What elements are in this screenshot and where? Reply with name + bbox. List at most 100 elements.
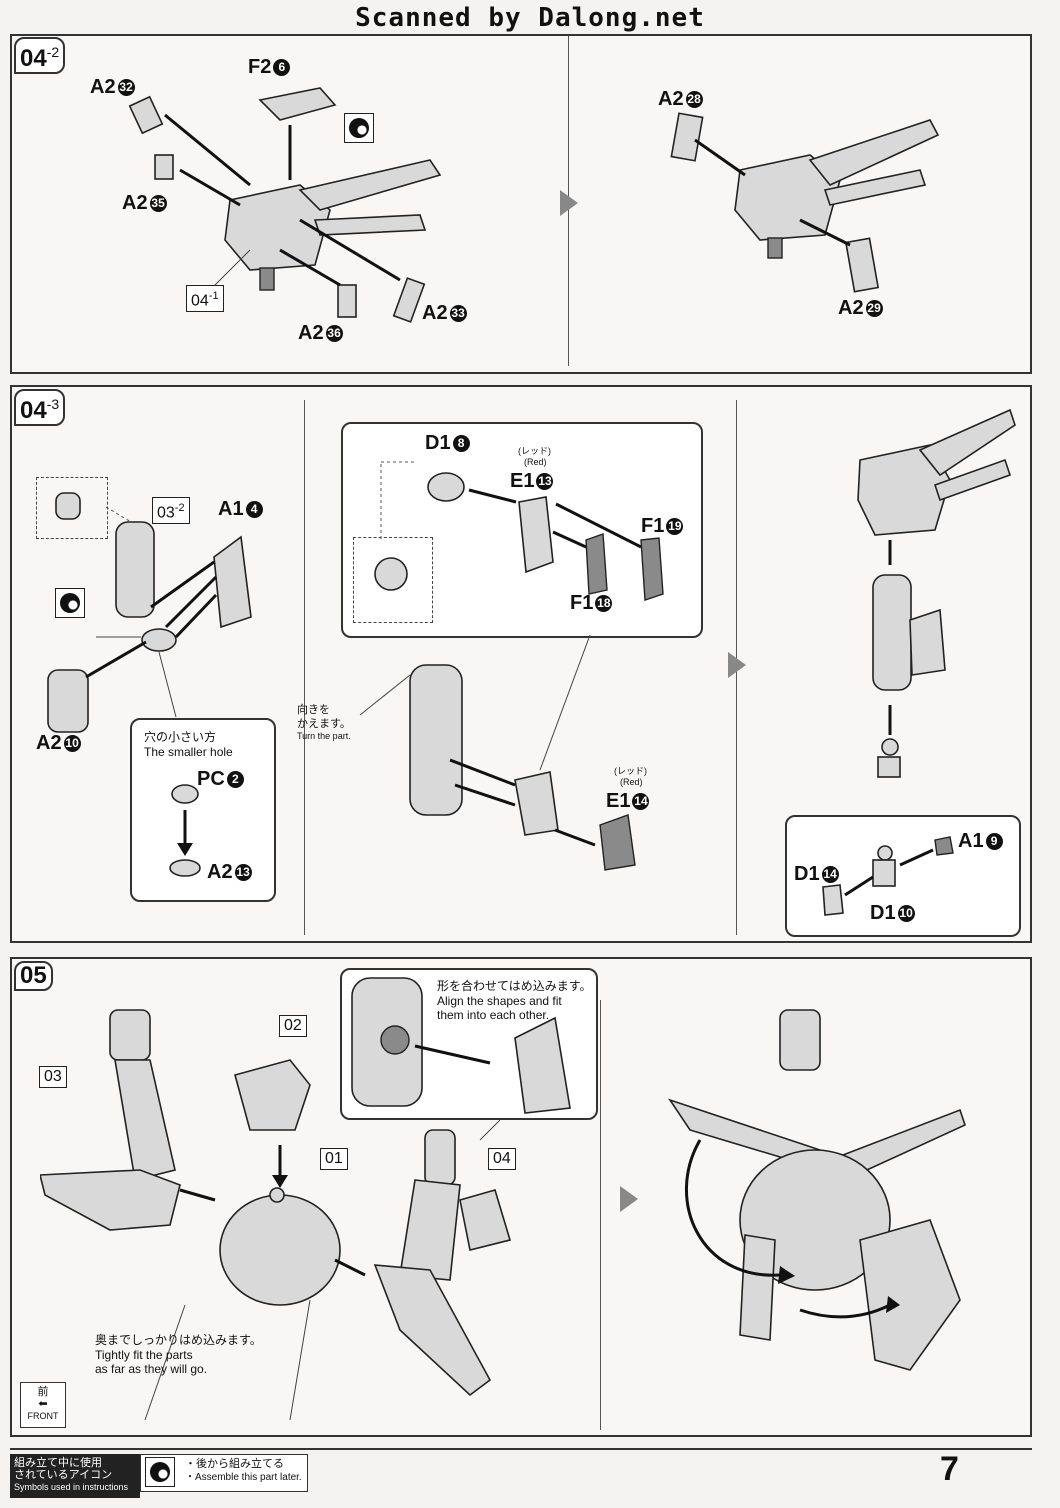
part-number: 4 [245,501,263,519]
step-05-tab: 05 [14,961,53,991]
part-number: 10 [63,735,81,753]
front-label-en: FRONT [27,1411,59,1421]
part-number: 29 [865,300,883,318]
part-number: 18 [595,595,613,613]
arm-complete-illustration [857,408,1016,778]
wing-upper-part [298,159,442,211]
sprue-id: F1 [570,592,594,614]
step-04-2-left-illustration [128,87,442,323]
panel-divider [600,1000,601,1430]
front-label-jp: 前 [37,1386,49,1398]
ref-number: 03 [157,504,175,522]
part-number: 14 [821,866,839,884]
dashed-detail-box [353,537,433,623]
sprue-id: A2 [298,322,324,344]
part-number: 13 [536,473,554,491]
sub-step-ref-04-1: 04-1 [186,285,224,313]
part-number: 35 [149,195,167,213]
color-note-red-en: (Red) [620,777,643,787]
step-04-2-tab: 04-2 [14,37,66,74]
part-number: 33 [449,305,467,323]
turn-part-jp-line1: 向きを [297,704,330,716]
step-04-2-panel [10,34,1032,374]
waist-body-part [224,184,331,271]
sub-step-ref-03-2: 03-2 [152,497,190,525]
part-ref-03: 03 [39,1066,67,1088]
panel-divider [304,400,305,935]
part-number: 2 [226,771,244,789]
tight-fit-note-en-1: Tightly fit the parts [95,1348,193,1362]
legend-title-jp-1: 組み立て中に使用 [14,1457,102,1469]
part-number: 28 [685,91,703,109]
ref-sub-number: -1 [208,290,219,302]
page-number: 7 [940,1450,959,1488]
part-number: 14 [632,793,650,811]
wing-lower-part [313,214,427,236]
next-arrow-icon [620,1186,638,1212]
part-number: 8 [452,435,470,453]
sprue-id: D1 [794,863,820,885]
sprue-id: A1 [958,830,984,852]
assemble-later-icon [55,588,85,618]
turn-part-note-jp: 向きを かえます。 [297,703,351,731]
icon-legend-title: 組み立て中に使用 されているアイコン Symbols used in instr… [10,1454,140,1498]
f2-6-part [258,87,337,121]
sprue-id: A2 [207,861,233,883]
arm-assembly-illustration [359,634,636,871]
tight-fit-note-en-2: as far as they will go. [95,1362,208,1376]
step-04-2-right-illustration [670,112,940,293]
part-ref-04: 04 [488,1148,516,1170]
part-number: 13 [234,864,252,882]
part-number: 10 [897,905,915,923]
step-sub-number: -2 [46,44,60,60]
part-number: 36 [325,325,343,343]
part-ref-01: 01 [320,1148,348,1170]
sprue-id: A2 [122,192,148,214]
align-note-en-1: Align the shapes and fit [437,994,562,1008]
sprue-id: A2 [90,76,116,98]
align-note-en-2: them into each other. [437,1008,550,1022]
sprue-id: E1 [606,790,631,812]
ref-sub-number: -2 [174,502,185,514]
pc-part-illustration [169,784,201,877]
turn-part-jp-line2: かえます。 [297,718,351,730]
sprue-id: F2 [248,56,272,78]
sprue-id: E1 [510,470,535,492]
sprue-id: A1 [218,498,244,520]
sprue-id: D1 [870,902,896,924]
assemble-later-icon [145,1457,175,1487]
step-number: 04 [20,397,47,424]
sprue-id: A2 [658,88,684,110]
footer-divider [10,1448,1032,1450]
next-arrow-icon [560,190,578,216]
color-note-red-en: (Red) [524,457,547,467]
part-number: 9 [985,833,1003,851]
part-number: 32 [117,79,135,97]
sprue-id: PC [197,768,225,790]
sprue-id: A2 [422,302,448,324]
align-shapes-illustration [351,977,571,1114]
assemble-later-en: ・Assemble this part later. [185,1472,302,1483]
front-indicator: 前 ⬅ FRONT [20,1382,66,1428]
shoulder-detail-illustration [374,461,664,601]
step-sub-number: -3 [46,396,60,412]
color-note-red-jp: (レッド) [518,446,551,456]
step-04-3-tab: 04-3 [14,389,66,426]
next-arrow-icon [728,652,746,678]
sprue-id: F1 [641,515,665,537]
sprue-id: A2 [36,732,62,754]
tight-fit-note-jp: 奥までしっかりはめ込みます。 [95,1333,262,1347]
smaller-hole-text-en: The smaller hole [144,745,233,759]
legend-title-en: Symbols used in instructions [14,1482,129,1492]
sprue-id: A2 [838,297,864,319]
